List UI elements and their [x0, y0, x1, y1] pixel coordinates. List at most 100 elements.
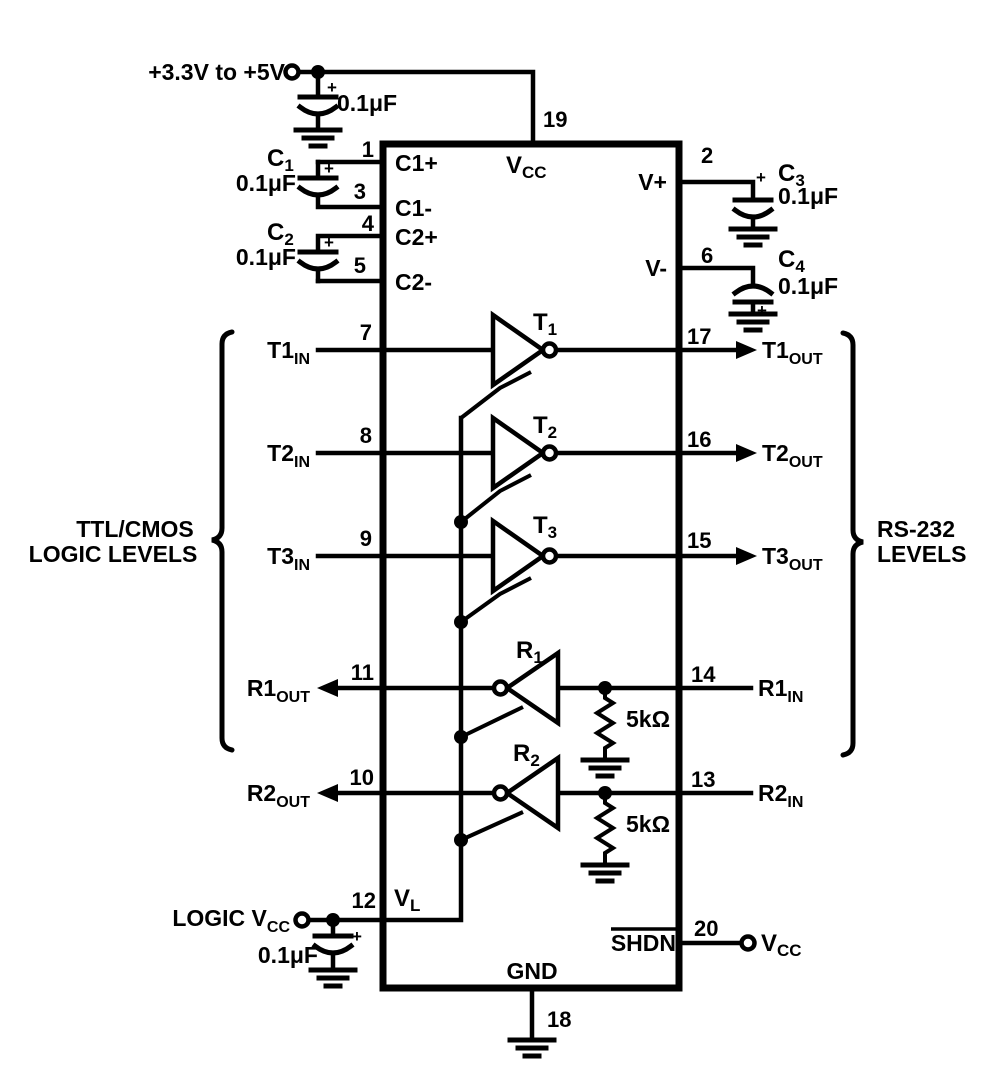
- t3out-label: T3OUT: [762, 543, 823, 574]
- t2in-label: T2IN: [267, 440, 310, 471]
- shdn-net-label: VCC: [761, 930, 802, 960]
- inverter-bubble-icon: [540, 547, 559, 565]
- pin-number-11: 11: [351, 660, 374, 685]
- t1-vl-fold-wire: [459, 370, 532, 420]
- r2-gate-label: R2: [513, 740, 540, 770]
- ic-pad-c2plus: C2+: [395, 224, 438, 250]
- pulldown-resistor-icon: [593, 793, 617, 863]
- logic-cap-value: 0.1μF: [258, 942, 318, 968]
- inverter-bubble-icon: [491, 784, 510, 802]
- ic-pad-vminus: V-: [645, 255, 667, 281]
- capacitor-curved-plate-icon: [731, 283, 775, 297]
- ground-symbol-icon: [731, 314, 775, 330]
- ic-pad-c1plus: C1+: [395, 150, 438, 176]
- rs232-label-line2: LEVELS: [877, 541, 966, 567]
- t1-gate-label: T1: [533, 309, 557, 339]
- pin-number-5: 5: [354, 253, 366, 278]
- c4-value: 0.1μF: [778, 273, 838, 299]
- left-brace-icon: [211, 329, 235, 753]
- logic-vcc-terminal-icon: [293, 911, 311, 929]
- cap-polarity-plus: +: [327, 78, 337, 97]
- logic-vcc-label: LOGIC VCC: [172, 905, 290, 936]
- t3-vl-fold-wire: [459, 576, 532, 624]
- vplus-cap-c3: 2 V+ + C3 0.1μF: [638, 143, 838, 245]
- junction-dot: [454, 515, 468, 529]
- r1-gate-label: R1: [516, 637, 543, 667]
- pin-number-20: 20: [694, 916, 718, 941]
- cap-polarity-plus: +: [324, 233, 334, 252]
- charge-pump-cap-c1: + 1 3 C1 0.1μF C1+ C1-: [236, 137, 438, 284]
- transmitter-t1: T1 7 17 T1IN T1OUT: [267, 309, 823, 420]
- right-arrow-icon: [736, 547, 757, 565]
- r1-vl-wire: [460, 705, 524, 739]
- left-group: TTL/CMOS LOGIC LEVELS: [29, 329, 235, 753]
- ground-symbol-icon: [311, 970, 355, 986]
- ground-symbol-icon: [583, 865, 627, 881]
- pin-number-2: 2: [701, 143, 713, 168]
- ic-pad-c1minus: C1-: [395, 195, 432, 221]
- supply-section: +3.3V to +5V + 0.1μF 19 VCC: [148, 59, 567, 182]
- pin-number-4: 4: [362, 211, 375, 236]
- c3-wires: [676, 179, 756, 232]
- r1-resistor-value: 5kΩ: [626, 706, 670, 732]
- buffer-triangle-icon: [490, 413, 547, 493]
- pin-number-16: 16: [687, 427, 711, 452]
- buffer-triangle-icon: [490, 516, 547, 596]
- charge-pump-cap-c2: + 4 5 C2 0.1μF C2+ C2-: [236, 211, 438, 295]
- pin-number-17: 17: [687, 324, 711, 349]
- buffer-triangle-icon: [490, 310, 547, 390]
- r2out-label: R2OUT: [247, 780, 310, 811]
- shutdown-section: SHDN 20 VCC: [611, 916, 802, 960]
- r2-vl-wire: [460, 810, 524, 842]
- r2-resistor-value: 5kΩ: [626, 811, 670, 837]
- t1out-label: T1OUT: [762, 337, 823, 368]
- pin-number-7: 7: [360, 320, 372, 345]
- receiver-r2: 5kΩ R2 10 13 R2OUT R2IN: [247, 740, 803, 881]
- shdn-terminal-icon: [739, 934, 757, 952]
- pin-number-18: 18: [547, 1007, 571, 1032]
- c1-value: 0.1μF: [236, 170, 296, 196]
- junction-dot: [454, 833, 468, 847]
- ic-pad-shdn: SHDN: [611, 930, 676, 956]
- c2-name: C2: [267, 219, 294, 249]
- r2in-label: R2IN: [758, 780, 803, 811]
- pin-number-3: 3: [354, 179, 366, 204]
- capacitor-curved-plate-icon: [296, 103, 340, 117]
- ground-symbol-icon: [510, 1040, 554, 1056]
- pin-number-14: 14: [691, 662, 716, 687]
- pin-number-12: 12: [352, 888, 376, 913]
- t3-gate-label: T3: [533, 512, 557, 542]
- c4-name: C4: [778, 246, 805, 276]
- pulldown-resistor-icon: [593, 688, 617, 758]
- pin-number-10: 10: [350, 765, 374, 790]
- capacitor-curved-plate-icon: [296, 258, 340, 272]
- cap-polarity-plus: +: [756, 168, 766, 187]
- t2-gate-label: T2: [533, 412, 557, 442]
- transmitter-t3: T3 9 15 T3IN T3OUT: [267, 512, 823, 629]
- vminus-cap-c4: 6 V- + C4 0.1μF: [645, 243, 838, 330]
- capacitor-curved-plate-icon: [731, 206, 775, 220]
- receiver-r1: 5kΩ R1 11 14 R1OUT R1IN: [247, 637, 803, 776]
- ground-section: GND 18: [506, 958, 571, 1056]
- pin-number-1: 1: [362, 137, 374, 162]
- capacitor-curved-plate-icon: [296, 184, 340, 198]
- right-group: RS-232 LEVELS: [840, 330, 966, 758]
- cap-polarity-plus: +: [757, 301, 767, 320]
- ttl-cmos-label-line2: LOGIC LEVELS: [29, 541, 198, 567]
- buffer-triangle-icon: [503, 753, 561, 833]
- pin-number-13: 13: [691, 767, 715, 792]
- transmitter-t2: T2 8 16 T2IN T2OUT: [267, 412, 823, 529]
- r1in-label: R1IN: [758, 675, 803, 706]
- inverter-bubble-icon: [540, 444, 559, 462]
- ic-pad-c2minus: C2-: [395, 269, 432, 295]
- vcc-supply-wire: [295, 69, 536, 144]
- c2-value: 0.1μF: [236, 244, 296, 270]
- r1out-label: R1OUT: [247, 675, 310, 706]
- junction-dot: [454, 730, 468, 744]
- supply-voltage-label: +3.3V to +5V: [148, 59, 285, 85]
- ic-pad-vcc: VCC: [506, 152, 547, 182]
- pin-number-19: 19: [543, 107, 567, 132]
- ttl-cmos-label-line1: TTL/CMOS: [76, 516, 194, 542]
